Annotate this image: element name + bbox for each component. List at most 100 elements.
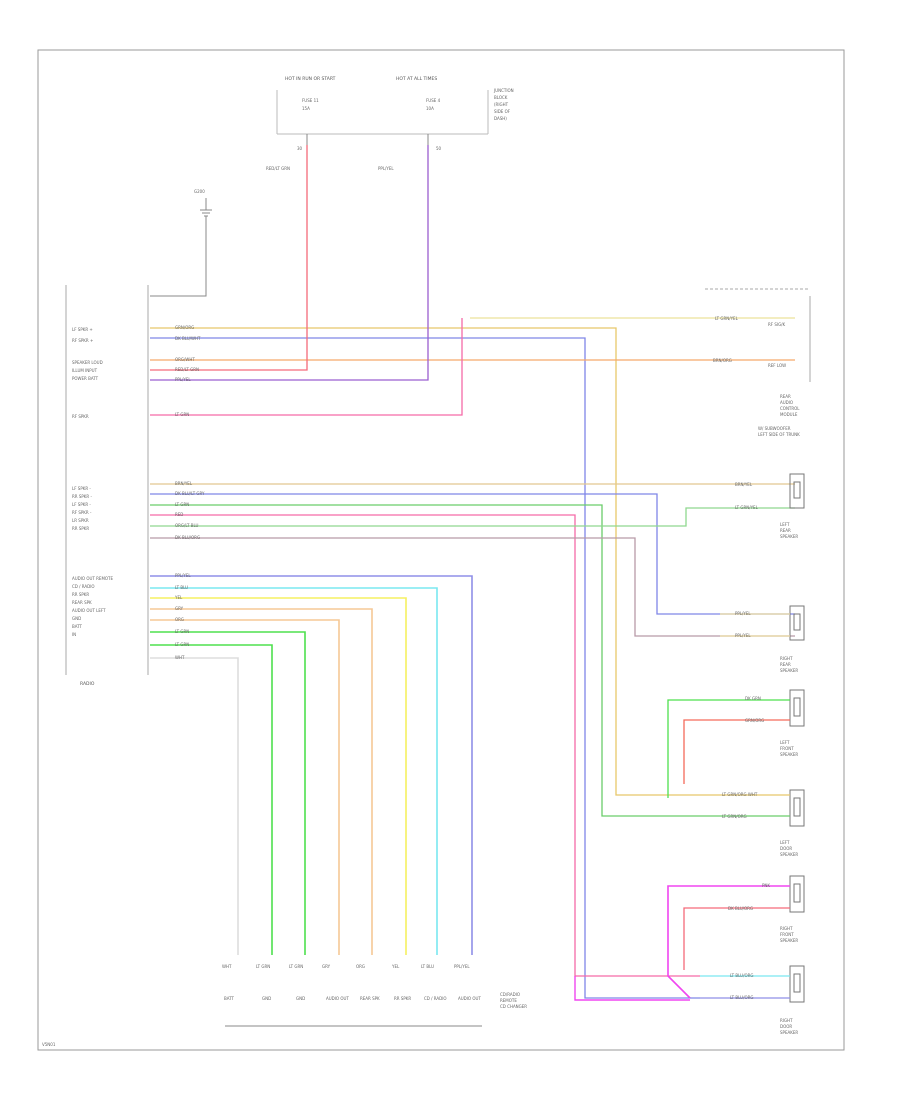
wire-lt-grn-2	[150, 504, 700, 817]
radio-pin: ILLUM INPUT	[72, 368, 98, 373]
speaker-name-3: SPEAKER	[780, 752, 798, 757]
speaker-name-3: SPEAKER	[780, 1030, 798, 1035]
wire-gry-3	[150, 608, 373, 955]
fuse-box-name-1: JUNCTION	[493, 88, 514, 93]
speaker-wire-label: GRN/ORG	[745, 718, 764, 723]
wire-lt-blu-3	[150, 587, 438, 955]
speaker-wire-label: BRN/YEL	[735, 482, 753, 487]
wire-label: ORG	[175, 617, 184, 622]
radio-pin: GND	[72, 616, 81, 621]
speaker-wire-label: LT GRN/YEL	[735, 505, 759, 510]
connector-pin-label: AUDIO OUT	[458, 996, 481, 1001]
wire-label: DK BLU/WHT	[175, 336, 201, 341]
speaker-name-1: RIGHT	[780, 1018, 793, 1023]
connector-wire-label: ORG	[356, 964, 365, 969]
radio-pin: REAR SPK	[72, 600, 92, 605]
rear-module-wire-bot: BRN/ORG	[713, 358, 732, 363]
speaker-name-3: SPEAKER	[780, 938, 798, 943]
radio-pin-labels: LF SPKR + RF SPKR + SPEAKER LOUD ILLUM I…	[72, 327, 113, 637]
speaker-right-rear: PPL/YEL PPL/YEL RIGHT REAR SPEAKER	[720, 605, 805, 673]
speaker-wire-label: PPL/YEL	[735, 633, 751, 638]
fuse-box: HOT IN RUN OR START HOT AT ALL TIMES FUS…	[266, 76, 514, 171]
connector-pin-label: BATT	[224, 996, 235, 1001]
connector-name-1: CD/RADIO	[500, 992, 520, 997]
wire-wht-3	[150, 657, 239, 955]
speaker-wire-label: DK GRN	[745, 696, 761, 701]
footer-code: V5N01	[42, 1042, 56, 1047]
speaker-name-1: RIGHT	[780, 926, 793, 931]
speaker-name-3: SPEAKER	[780, 668, 798, 673]
radio-pin: RR SPKR	[72, 526, 89, 531]
radio-pin: RF SPKR -	[72, 510, 92, 515]
fuse-right-line1: FUSE 4	[426, 98, 441, 103]
speaker-name-1: LEFT	[780, 840, 790, 845]
subwoofer-note-2: LEFT SIDE OF TRUNK	[758, 432, 800, 437]
connector-wire-label: LT GRN	[256, 964, 270, 969]
radio-pin: IN	[72, 632, 76, 637]
connector-pin-label: GND	[296, 996, 305, 1001]
wire-yel-3	[150, 597, 407, 955]
speaker-name-2: REAR	[780, 662, 791, 667]
radio-pin: AUDIO OUT REMOTE	[72, 576, 113, 581]
speaker-name-3: SPEAKER	[780, 852, 798, 857]
fuse-wire-left-label: RED/LT GRN	[266, 166, 290, 171]
speaker-right-front: PNK DK BLU/ORG RIGHT FRONT SPEAKER	[667, 875, 805, 999]
wire-label: PPL/YEL	[175, 573, 191, 578]
wires-group-2	[150, 483, 795, 977]
wire-org-lt-blu	[150, 507, 795, 527]
radio-pin: LF SPKR +	[72, 327, 93, 332]
wires-group-3	[150, 575, 473, 955]
wire-label: LT BLU	[175, 585, 188, 590]
fuse-box-name-5: DASH)	[494, 116, 507, 121]
wire-label: BRN/YEL	[175, 481, 193, 486]
radio-pin: BATT	[72, 624, 83, 629]
rear-module-name-3: CONTROL	[780, 406, 800, 411]
wire-label: GRY	[175, 606, 184, 611]
diagram-frame	[37, 49, 845, 1051]
wire-pink-loop	[150, 318, 463, 416]
rear-module-name-1: REAR	[780, 394, 791, 399]
speaker-left-rear: BRN/YEL LT GRN/YEL LEFT REAR SPEAKER	[735, 473, 805, 539]
fuse-wire-right-label: PPL/YEL	[378, 166, 394, 171]
wire-lt-grn-3b	[150, 644, 273, 955]
subwoofer-note-1: W/ SUBWOOFER	[758, 426, 791, 431]
rear-audio-module: LT GRN/YEL BRN/ORG RF SIG/K REF LOW REAR…	[705, 288, 811, 437]
speaker-left-front: DK GRN GRN/ORG LEFT FRONT SPEAKER	[667, 689, 805, 798]
speaker-name-1: RIGHT	[780, 656, 793, 661]
speaker-name-2: FRONT	[780, 746, 794, 751]
speaker-left-door: LT GRN/ORG WHT LT GRN/ORG LEFT DOOR SPEA…	[700, 789, 805, 857]
connector-name-2: REMOTE	[500, 998, 517, 1003]
speaker-name-2: DOOR	[780, 846, 792, 851]
connector-wire-label: LT BLU	[421, 964, 434, 969]
wire-magenta-loop	[574, 976, 690, 1001]
radio-pin: RR SPKR	[72, 592, 89, 597]
radio-pin: LF SPKR -	[72, 486, 91, 491]
speaker-name-3: SPEAKER	[780, 534, 798, 539]
connector-pin-label: GND	[262, 996, 271, 1001]
wire-label: LT GRN	[175, 502, 189, 507]
connector-pin-label: RR SPKR	[394, 996, 411, 1001]
connector-wire-label: YEL	[391, 964, 400, 969]
wires-group-1	[150, 145, 795, 999]
speaker-name-1: LEFT	[780, 740, 790, 745]
speaker-right-door: LT BLU/ORG LT BLU/ORG RIGHT DOOR SPEAKER	[700, 965, 805, 1035]
ground-symbol: G200	[150, 189, 212, 297]
radio-unit: RADIO	[65, 285, 149, 687]
radio-pin: RF SPKR	[72, 414, 89, 419]
connector-wire-label: LT GRN	[289, 964, 303, 969]
connector-name-3: CD CHANGER	[500, 1004, 527, 1009]
wire-red-lt-grn	[150, 145, 308, 371]
speaker-wire-label: LT BLU/ORG	[730, 995, 753, 1000]
ground-label: G200	[194, 189, 205, 194]
rear-module-wire-top: LT GRN/YEL	[715, 316, 739, 321]
wire-label: WHT	[175, 655, 185, 660]
rear-module-name-4: MODULE	[780, 412, 798, 417]
wire-label: RED	[175, 512, 183, 517]
wire-label: LT GRN	[175, 642, 189, 647]
radio-pin: RF SPKR +	[72, 338, 93, 343]
wire-ppl-yel-3	[150, 575, 473, 955]
speaker-wire-label: LT GRN/ORG WHT	[722, 792, 758, 797]
fuse-left-line2: 15A	[302, 106, 310, 111]
radio-pin: LF SPKR -	[72, 502, 91, 507]
